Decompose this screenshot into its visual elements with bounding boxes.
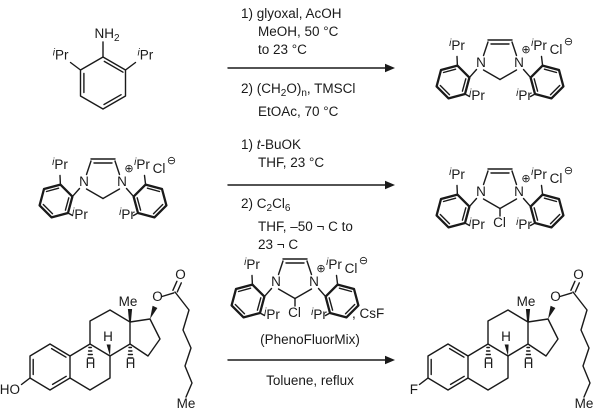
condition-line: 23 ¬ C (258, 237, 299, 253)
row2-conditions-above: 1) t-BuOK THF, 23 °C (241, 136, 324, 172)
condition-line: to 23 °C (258, 42, 307, 57)
condition-line: THF, –50 ¬ C to (258, 219, 353, 235)
phenol-ho-label: HO (0, 382, 20, 397)
condition-line: 2) (CH2O)n, TMSCl (241, 81, 356, 100)
reaction-arrow (227, 63, 395, 73)
arrowhead-icon (385, 63, 395, 73)
condition-line: EtOAc, 70 °C (258, 104, 339, 120)
chloroimidazolium-product-structure (405, 139, 595, 244)
arrowhead-icon (385, 355, 395, 365)
condition-line: MeOH, 50 °C (258, 24, 339, 39)
c-ipr-bond (69, 61, 82, 71)
condition-line: 1) t-BuOK (241, 137, 302, 152)
row3-conditions-label: Toluene, reflux (266, 373, 354, 388)
arrowhead-icon (385, 180, 395, 190)
cesium-fluoride-label: , CsF (352, 306, 385, 321)
condition-line: 1) glyoxal, AcOH (241, 6, 342, 21)
row2-conditions-below: 2) C2Cl6 THF, –50 ¬ C to 23 ¬ C (241, 195, 353, 254)
benzene-ring (79, 56, 127, 110)
ipr-hcl-product-structure (435, 33, 575, 105)
fluoro-label: F (410, 382, 418, 397)
ipr-group-label: iPr (53, 48, 69, 63)
phenofluormix-name-label: (PhenoFluorMix) (260, 332, 360, 347)
nh2-group-label: NH2 (94, 26, 120, 44)
fluoro-steroid-product-structure: F (410, 266, 595, 412)
condition-line: THF, 23 °C (258, 155, 325, 170)
ipr-hcl-reactant-structure (38, 152, 178, 224)
ipr-group-label: iPr (138, 48, 154, 63)
reaction-arrow (227, 355, 395, 365)
condition-line: 2) C2Cl6 (241, 196, 291, 215)
row1-conditions-below: 2) (CH2O)n, TMSCl EtOAc, 70 °C (241, 80, 355, 121)
reaction-arrow (227, 180, 395, 190)
estradiol-ester-reactant-structure: HO (0, 266, 197, 412)
aniline-structure: NH2 iPr iPr (53, 26, 154, 110)
row1-conditions-above: 1) glyoxal, AcOH MeOH, 50 °C to 23 °C (241, 5, 342, 59)
c-ipr-bond (124, 61, 137, 71)
